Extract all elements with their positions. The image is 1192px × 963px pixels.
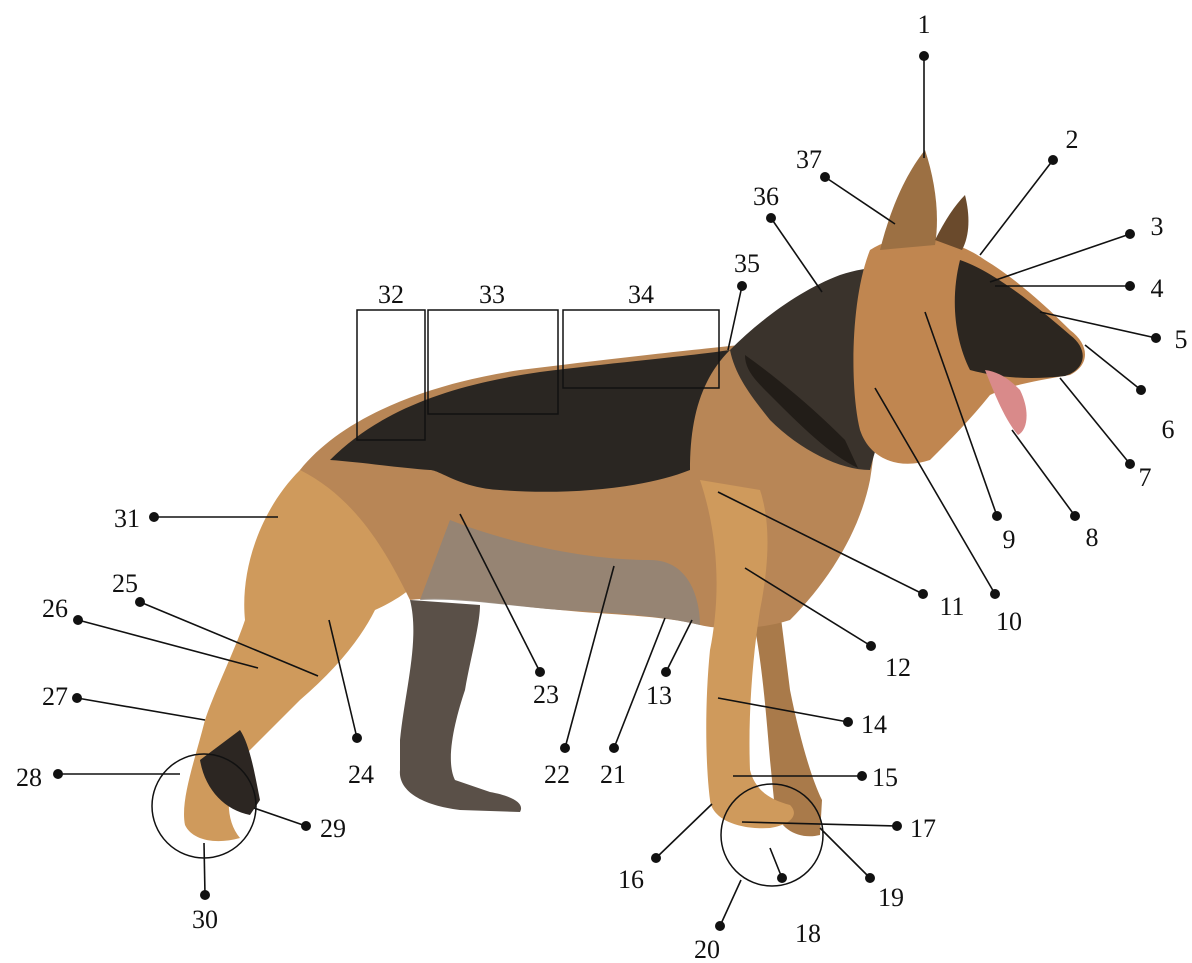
label-15: 15 <box>872 763 898 792</box>
label-11: 11 <box>939 592 964 621</box>
label-32: 32 <box>378 280 404 309</box>
label-2: 2 <box>1066 125 1079 154</box>
head-mask <box>955 260 1083 378</box>
label-37: 37 <box>796 145 822 174</box>
label-25: 25 <box>112 569 138 598</box>
label-27: 27 <box>42 682 68 711</box>
label-22: 22 <box>544 760 570 789</box>
label-12: 12 <box>885 653 911 682</box>
label-24: 24 <box>348 760 374 789</box>
label-29: 29 <box>320 814 346 843</box>
label-31: 31 <box>114 504 140 533</box>
label-1: 1 <box>918 10 931 39</box>
far-hind-leg <box>400 600 521 812</box>
label-4: 4 <box>1151 274 1164 303</box>
label-13: 13 <box>646 681 672 710</box>
label-34: 34 <box>628 280 654 309</box>
label-20: 20 <box>694 935 720 963</box>
label-3: 3 <box>1151 212 1164 241</box>
ear-right <box>935 195 968 250</box>
label-10: 10 <box>996 607 1022 636</box>
ear-left <box>880 150 937 250</box>
label-30: 30 <box>192 905 218 934</box>
label-33: 33 <box>479 280 505 309</box>
label-14: 14 <box>861 710 887 739</box>
label-6: 6 <box>1162 415 1175 444</box>
label-8: 8 <box>1086 523 1099 552</box>
label-36: 36 <box>753 182 779 211</box>
label-28: 28 <box>16 763 42 792</box>
label-35: 35 <box>734 249 760 278</box>
label-17: 17 <box>910 814 936 843</box>
dog-illustration <box>184 150 1085 841</box>
label-21: 21 <box>600 760 626 789</box>
label-19: 19 <box>878 883 904 912</box>
label-5: 5 <box>1175 325 1188 354</box>
label-7: 7 <box>1139 463 1152 492</box>
label-9: 9 <box>1003 525 1016 554</box>
label-26: 26 <box>42 594 68 623</box>
label-16: 16 <box>618 865 644 894</box>
label-18: 18 <box>795 919 821 948</box>
label-23: 23 <box>533 680 559 709</box>
